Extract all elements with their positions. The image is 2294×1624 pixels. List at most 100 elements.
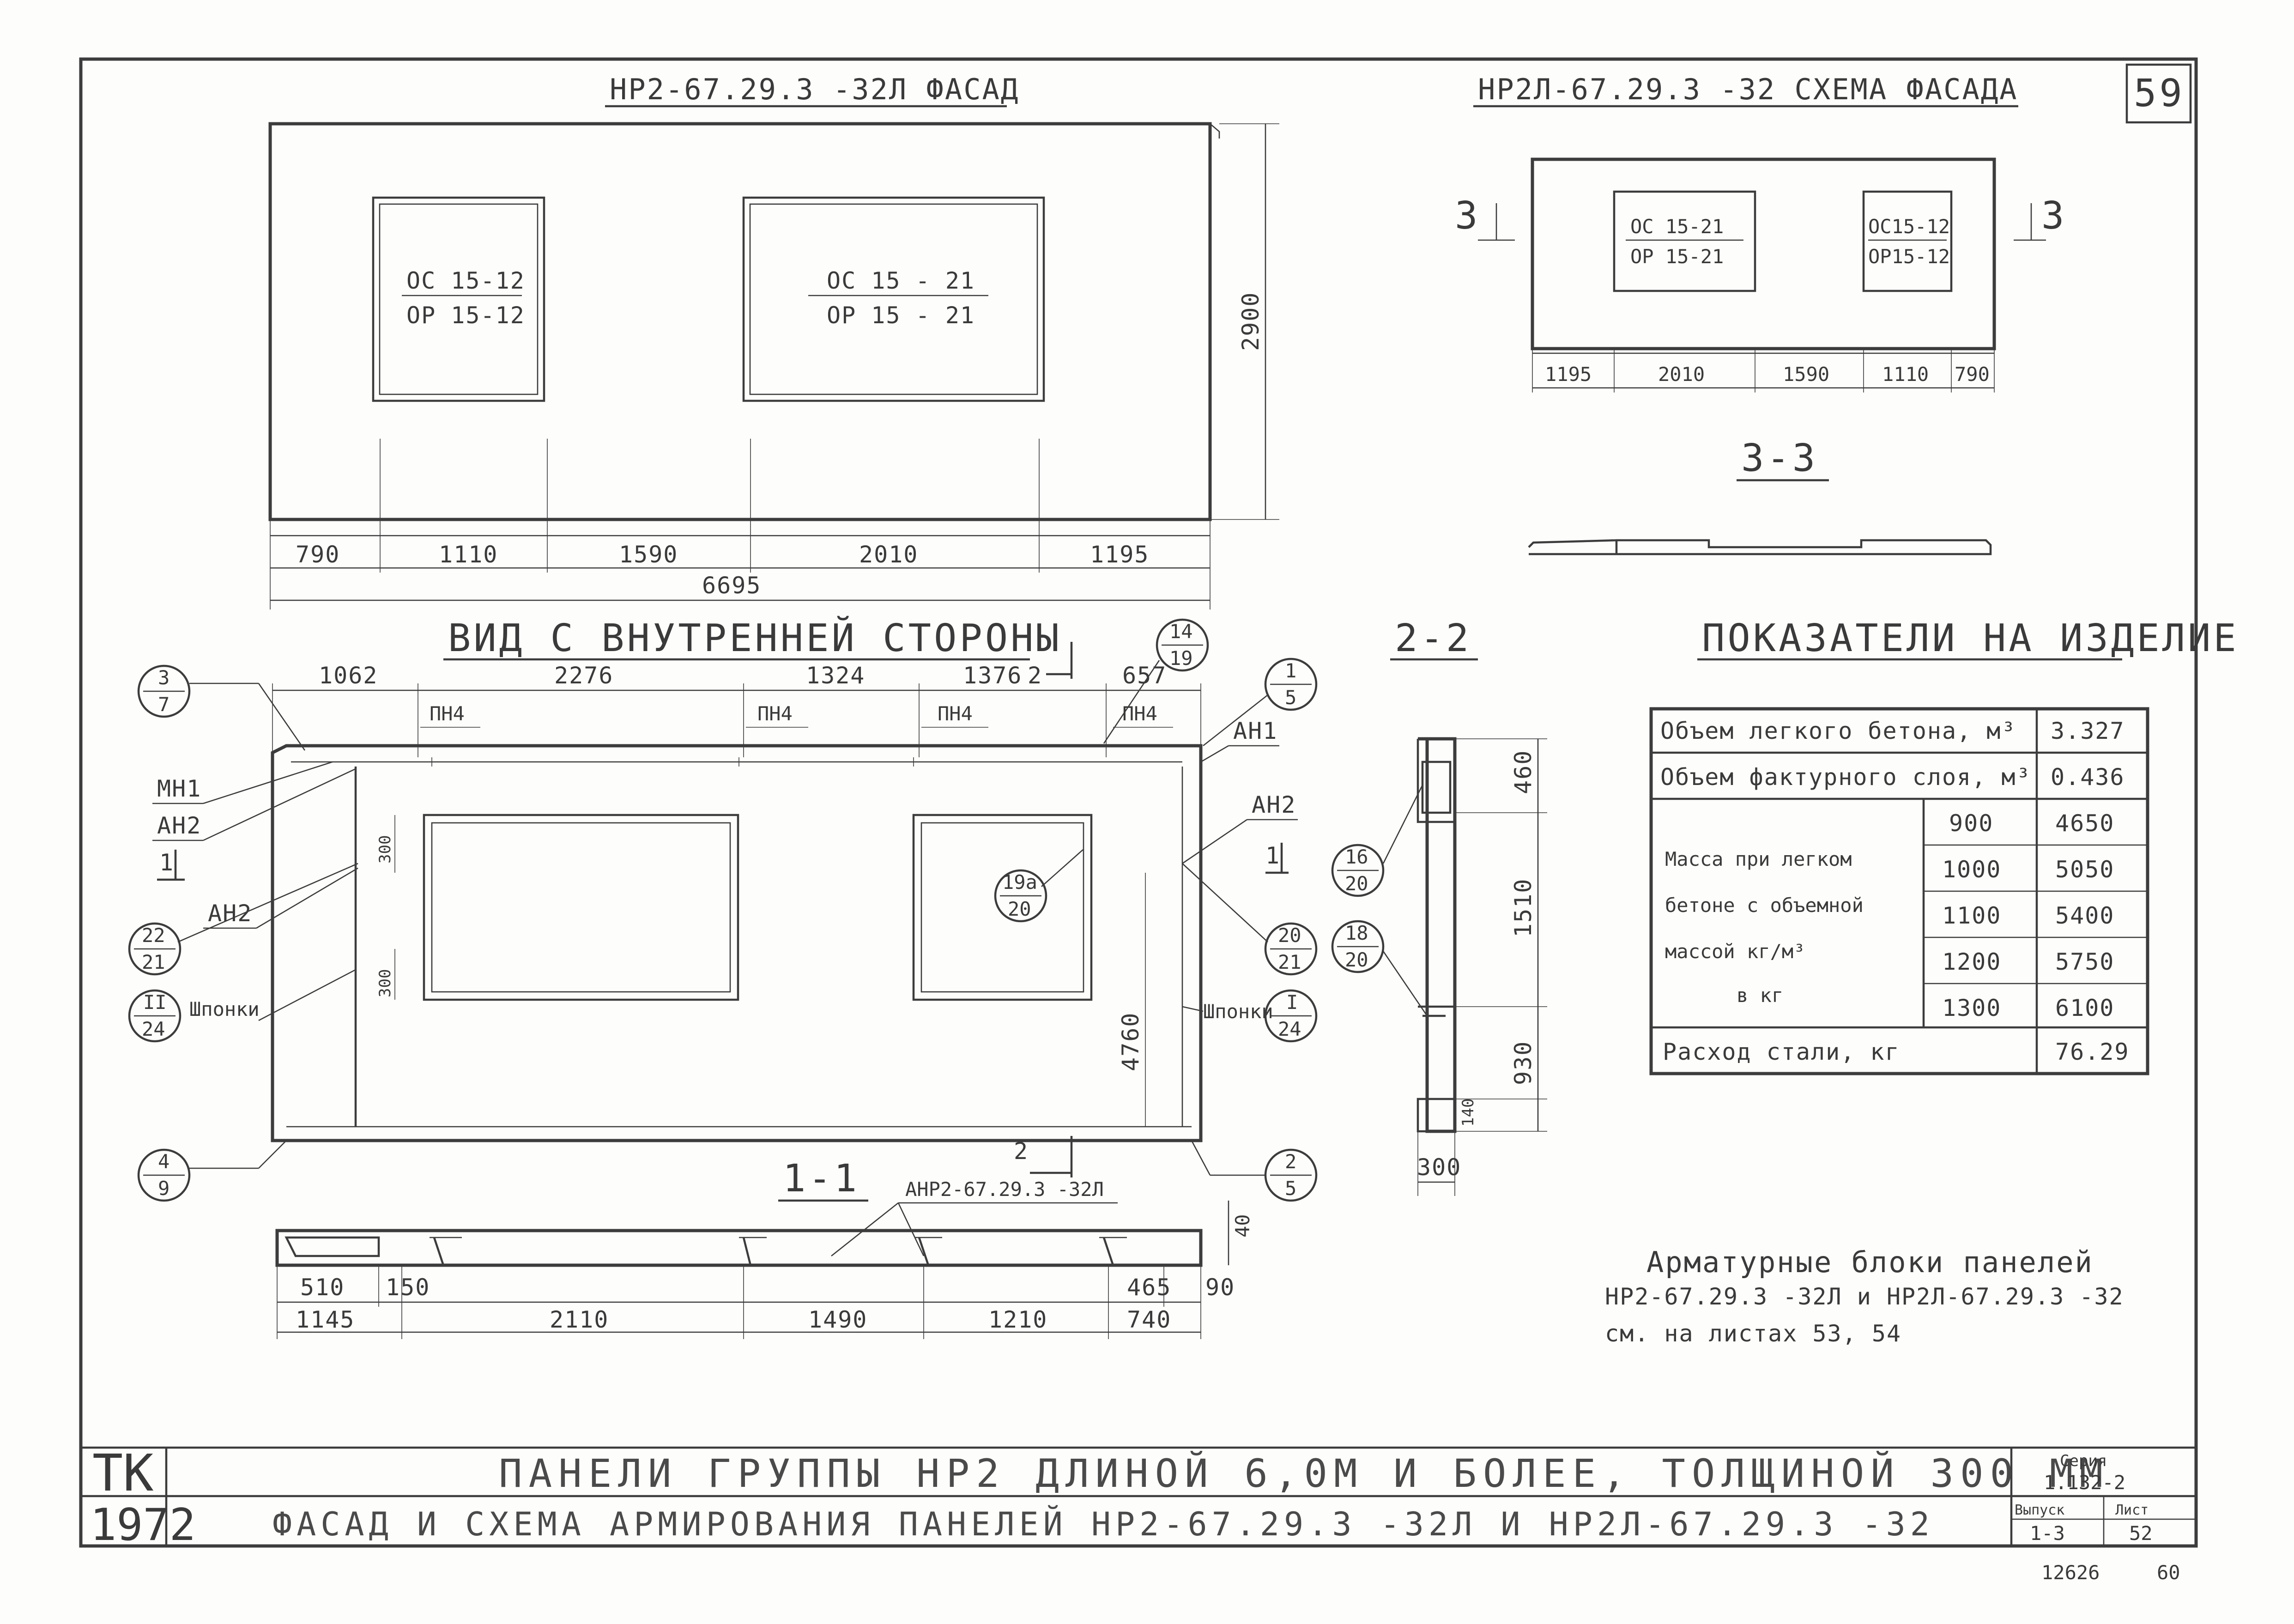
facade-window-small-bottom: ОР 15-12: [406, 302, 525, 329]
inner-top-dim-1: 2276: [554, 662, 613, 689]
note-line-3: см. на листах 53, 54: [1605, 1320, 1901, 1347]
section-1-1-dim-upper-3: 90: [1205, 1274, 1235, 1301]
inner-top-dim-2: 1324: [806, 662, 865, 689]
label-shponki-left: Шпонки: [189, 998, 260, 1020]
svg-text:20: 20: [1345, 872, 1368, 895]
callout-I-24: I 24: [1264, 989, 1318, 1043]
inner-dim-300-bottom: 300: [376, 969, 394, 997]
svg-text:24: 24: [142, 1018, 165, 1040]
section-1-1-dim-lower-3: 1210: [988, 1306, 1047, 1333]
svg-text:20: 20: [1008, 898, 1031, 920]
svg-text:1: 1: [1285, 659, 1296, 682]
scheme-dim-2: 1590: [1783, 363, 1829, 386]
section-1-1-dim-lower-1: 2110: [550, 1306, 609, 1333]
section-1-1-dim-upper-2: 465: [1127, 1274, 1171, 1301]
facade-dim-lines: [270, 439, 1211, 610]
archive-number: 12626: [2041, 1561, 2100, 1584]
callout-16-20: 16 20: [1331, 785, 1423, 897]
section-2-2-dim-0: 460: [1510, 750, 1537, 794]
facade-window-large-bottom: ОР 15 - 21: [827, 302, 975, 329]
svg-text:3: 3: [158, 666, 169, 689]
section-1-1-dim-lower-2: 1490: [808, 1306, 867, 1333]
scheme-section-mark-left: 3: [1455, 194, 1480, 238]
svg-text:20: 20: [1345, 948, 1368, 971]
mass-density-0: 900: [1949, 810, 1993, 837]
series-value: 1.132-2: [2044, 1471, 2125, 1494]
pn4-label-2: ПН4: [757, 702, 793, 725]
year-label: 1972: [90, 1500, 196, 1551]
svg-text:22: 22: [142, 924, 165, 947]
scheme-window-large-bottom: ОР 15-21: [1630, 245, 1724, 268]
indicator-steel-value: 76.29: [2055, 1038, 2130, 1065]
mass-label-0: Масса при легком: [1665, 848, 1852, 870]
facade-dim-3: 2010: [859, 541, 918, 568]
inner-dim-4760: 4760: [1117, 1012, 1144, 1071]
label-an2-left-top: АН2: [157, 812, 201, 839]
section-1-1-dim-lower-4: 740: [1127, 1306, 1171, 1333]
svg-text:5: 5: [1285, 1177, 1296, 1200]
facade-dim-2: 1590: [619, 541, 678, 568]
scheme-window-large-top: ОС 15-21: [1630, 215, 1724, 238]
scheme-panel: [1478, 157, 2046, 350]
series-label: Серия: [2060, 1452, 2107, 1470]
mass-value-1: 5050: [2055, 856, 2114, 883]
mass-label-2: массой кг/м³: [1665, 940, 1805, 963]
inner-top-dim-0: 1062: [319, 662, 378, 689]
inner-view-panel: [271, 744, 1203, 1142]
scheme-section-mark-right: 3: [2041, 194, 2067, 238]
facade-height-dim: 2900: [1237, 292, 1264, 351]
svg-text:16: 16: [1345, 845, 1368, 868]
section-2-2-width: 300: [1417, 1154, 1461, 1181]
section-1-1-dim-lower-0: 1145: [296, 1306, 355, 1333]
callout-2-5: 2 5: [1191, 1140, 1318, 1202]
section-2-2-dim-lines: [1417, 738, 1547, 1196]
callout-22-21: 22 21: [128, 863, 358, 976]
section-1-1-label: АНР2-67.29.3 -32Л: [905, 1178, 1104, 1201]
indicator-steel-label: Расход стали, кг: [1663, 1038, 1900, 1065]
facade-dim-1: 1110: [439, 541, 498, 568]
scheme-dim-0: 1195: [1545, 363, 1592, 386]
mass-value-3: 5750: [2055, 948, 2114, 975]
label-an2-left-mid: АН2: [208, 900, 252, 927]
label-shponki-right: Шпонки: [1203, 1000, 1273, 1023]
section-2-2-profile: [1416, 737, 1457, 1133]
svg-text:14: 14: [1169, 620, 1193, 643]
svg-text:18: 18: [1345, 922, 1368, 944]
indicator-light-label: Объем легкого бетона, м³: [1660, 718, 2016, 744]
svg-text:5: 5: [1285, 686, 1296, 709]
section-1-1-dim-lines: [277, 1201, 1229, 1339]
indicator-facing-value: 0.436: [2051, 764, 2125, 791]
callout-20-21: 20 21: [1182, 863, 1318, 976]
scheme-window-small-top: ОС15-12: [1868, 215, 1950, 238]
note-line-2: НР2-67.29.3 -32Л и НР2Л-67.29.3 -32: [1605, 1283, 2124, 1310]
inner-sec2-mark-top: 2: [1028, 662, 1042, 689]
mass-density-3: 1200: [1942, 948, 2001, 975]
scheme-dim-4: 790: [1955, 363, 1990, 386]
label-an1: АН1: [1233, 718, 1277, 744]
inner-top-dim-4: 657: [1122, 662, 1167, 689]
section-1-1-title: 1-1: [783, 1157, 859, 1201]
sheet-label: Лист: [2115, 1502, 2149, 1518]
inner-view-title: ВИД С ВНУТРЕННЕЙ СТОРОНЫ: [448, 616, 1062, 660]
svg-text:7: 7: [158, 693, 169, 716]
callout-II-24: II 24: [128, 989, 182, 1043]
issue-value: 1-3: [2030, 1522, 2065, 1545]
mass-value-2: 5400: [2055, 902, 2114, 929]
svg-text:I: I: [1286, 991, 1298, 1014]
section-2-2-dim-3: 140: [1459, 1099, 1477, 1127]
callout-14-19: 14 19: [1103, 618, 1209, 744]
pn4-label-3: ПН4: [938, 702, 973, 725]
scheme-dim-3: 1110: [1882, 363, 1929, 386]
section-3-3-profile: [1528, 539, 1992, 555]
facade-window-large-top: ОС 15 - 21: [827, 267, 975, 294]
facade-window-small-top: ОС 15-12: [406, 267, 525, 294]
svg-text:19а: 19а: [1002, 871, 1037, 894]
callout-19a-20: 19а 20: [994, 849, 1083, 923]
facade-dim-0: 790: [296, 541, 340, 568]
pn4-label-4: ПН4: [1122, 702, 1157, 725]
indicator-facing-label: Объем фактурного слоя, м³: [1660, 764, 2031, 791]
inner-sec1-mark-left: 1: [159, 849, 174, 876]
svg-text:II: II: [143, 991, 167, 1014]
svg-text:9: 9: [158, 1177, 169, 1200]
label-mn1: МН1: [157, 775, 201, 802]
